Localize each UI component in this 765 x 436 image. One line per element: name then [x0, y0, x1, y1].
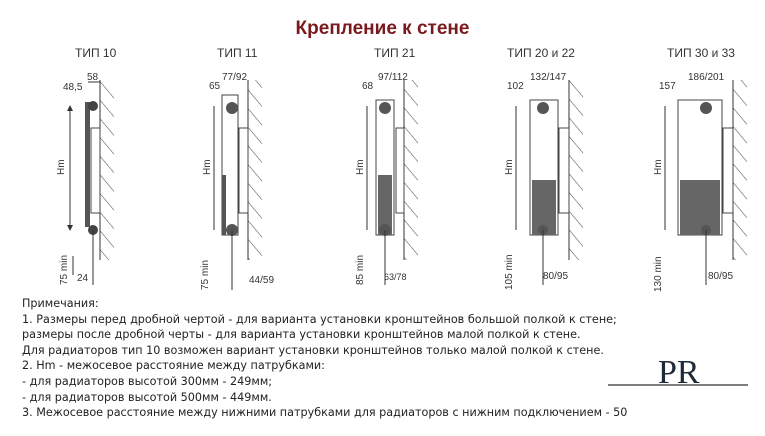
type-11-label: ТИП 11	[217, 46, 258, 60]
svg-text:75 min: 75 min	[59, 255, 70, 285]
svg-text:58: 58	[87, 72, 99, 83]
mounting-diagrams: Hm 58 48,5 75 min 24 Hm 77/92 65 75 min …	[56, 72, 747, 292]
svg-text:130 min: 130 min	[653, 256, 664, 292]
type-30-33-diagram: Hm 186/201 157 130 min 80/95	[653, 72, 747, 292]
brand-logo: PR	[608, 354, 748, 390]
svg-text:Hm: Hm	[355, 159, 366, 175]
svg-text:85 min: 85 min	[355, 255, 366, 285]
svg-text:157: 157	[659, 81, 676, 92]
svg-text:80/95: 80/95	[708, 271, 733, 282]
svg-text:Hm: Hm	[653, 159, 664, 175]
type-30-33-label: ТИП 30 и 33	[667, 46, 735, 60]
type-11-diagram: Hm 77/92 65 75 min 44/59	[200, 72, 274, 290]
page-title: Крепление к стене	[295, 18, 470, 39]
svg-text:97/112: 97/112	[378, 72, 408, 83]
type-10-diagram: Hm 58 48,5 75 min 24	[56, 72, 114, 285]
note-line: Для радиаторов тип 10 возможен вариант у…	[22, 343, 604, 357]
svg-text:102: 102	[507, 81, 524, 92]
note-line: - для радиаторов высотой 300мм - 249мм;	[22, 374, 273, 388]
svg-text:24: 24	[77, 273, 89, 284]
svg-text:186/201: 186/201	[688, 72, 725, 83]
svg-text:Hm: Hm	[504, 159, 515, 175]
svg-text:63/78: 63/78	[384, 272, 407, 282]
svg-text:48,5: 48,5	[63, 82, 83, 93]
svg-text:77/92: 77/92	[222, 72, 247, 83]
note-line: 3. Межосевое расстояние между нижними па…	[22, 406, 628, 420]
svg-text:75 min: 75 min	[200, 260, 211, 290]
svg-text:105 min: 105 min	[504, 254, 515, 290]
svg-text:44/59: 44/59	[249, 275, 274, 286]
svg-text:80/95: 80/95	[543, 271, 568, 282]
type-21-label: ТИП 21	[374, 46, 416, 60]
note-line: размеры после дробной черты - для вариан…	[22, 328, 581, 342]
type-21-diagram: Hm 97/112 68 85 min 63/78	[355, 72, 418, 285]
type-20-22-diagram: Hm 132/147 102 105 min 80/95	[504, 72, 583, 290]
svg-text:132/147: 132/147	[530, 72, 567, 83]
svg-text:68: 68	[362, 81, 374, 92]
notes-heading: Примечания:	[22, 297, 99, 310]
notes-block: Примечания: 1. Размеры перед дробной чер…	[22, 296, 627, 421]
svg-text:65: 65	[209, 81, 221, 92]
note-line: 1. Размеры перед дробной чертой - для ва…	[22, 312, 617, 326]
note-line: - для радиаторов высотой 500мм - 449мм.	[22, 390, 272, 404]
type-10-label: ТИП 10	[75, 46, 117, 60]
type-20-22-label: ТИП 20 и 22	[507, 46, 575, 60]
svg-text:Hm: Hm	[56, 159, 67, 175]
note-line: 2. Hm - межосевое расстояние между патру…	[22, 359, 325, 373]
svg-text:Hm: Hm	[202, 159, 213, 175]
svg-text:PR: PR	[658, 354, 700, 390]
